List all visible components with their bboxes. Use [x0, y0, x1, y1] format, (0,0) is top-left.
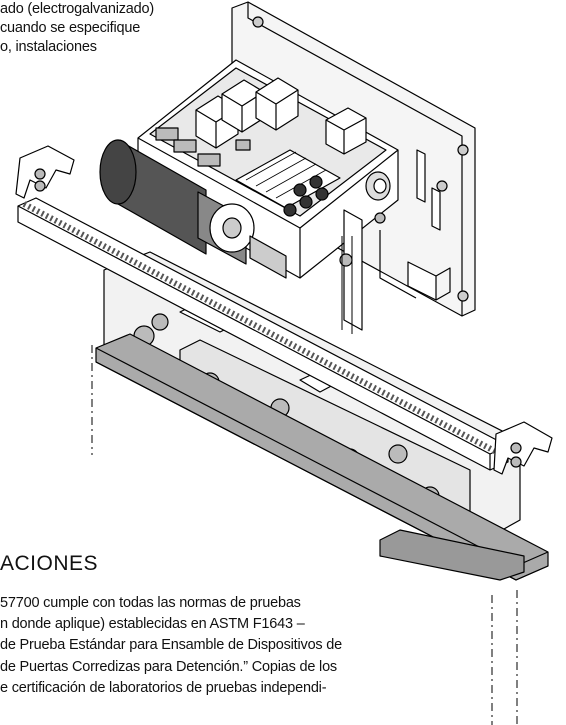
door-edge-lines: [91, 345, 518, 725]
lock-hardware: [339, 209, 451, 331]
body-line: n donde aplique) establecidas en ASTM F1…: [0, 616, 305, 633]
section-heading: ACIONES: [0, 552, 99, 575]
intro-line: cuando se especifique: [0, 20, 141, 36]
motor: [99, 139, 287, 279]
intro-line: ado (electrogalvanizado): [0, 1, 154, 17]
intro-text: ado (electrogalvanizado) cuando se espec…: [0, 0, 220, 57]
body-text: 57700 cumple con todas las normas de pru…: [0, 593, 342, 699]
body-line: de Puertas Corredizas para Detención.” C…: [0, 658, 337, 675]
intro-line: o, instalaciones: [0, 39, 97, 55]
right-end-stop: [493, 421, 553, 475]
body-line: 57700 cumple con todas las normas de pru…: [0, 595, 301, 611]
left-end-stop: [15, 145, 75, 199]
support-lines: [341, 236, 353, 334]
sill-rail: [379, 529, 525, 581]
body-line: de Prueba Estándar para Ensamble de Disp…: [0, 637, 343, 654]
body-line: e certificación de laboratorios de prueb…: [0, 679, 327, 696]
